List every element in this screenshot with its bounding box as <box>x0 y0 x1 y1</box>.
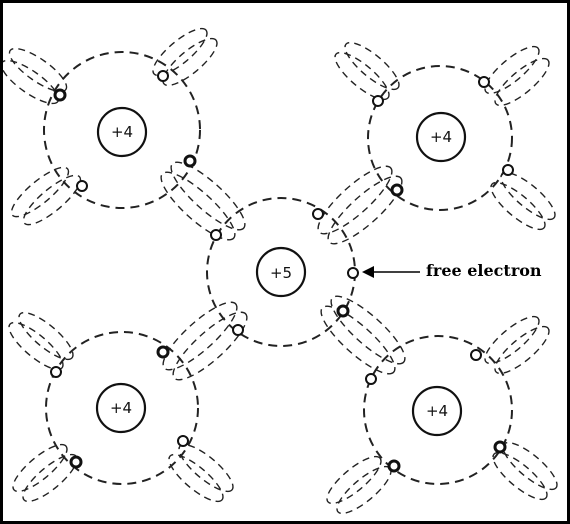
electron <box>156 345 170 359</box>
atom-core <box>411 385 463 437</box>
atom-charge-label: +4 <box>110 399 132 417</box>
free-electron <box>347 267 359 279</box>
electron <box>470 349 482 361</box>
atom-charge-label: +4 <box>430 128 452 146</box>
orbit-bottom-left <box>45 331 199 485</box>
electron <box>183 154 197 168</box>
orbit-top-left <box>43 51 201 209</box>
atom-core <box>95 382 147 434</box>
atom-core <box>255 246 307 298</box>
bond-lobes <box>160 161 406 381</box>
valence-electrons <box>50 70 514 473</box>
atom-core <box>415 111 467 163</box>
electron <box>336 304 350 318</box>
crystal-lattice-diagram: +4 +4 +5 +4 +4 free electron <box>3 27 558 515</box>
electron <box>50 366 62 378</box>
electron <box>210 229 222 241</box>
arrow-head-icon <box>362 266 374 278</box>
atom-charge-label: +4 <box>426 402 448 420</box>
atom-bottom-right: +4 <box>411 385 463 437</box>
free-electron-annotation: free electron <box>362 261 542 280</box>
electron <box>365 373 377 385</box>
atom-center: +5 <box>255 246 307 298</box>
electron <box>69 455 83 469</box>
electron <box>502 164 514 176</box>
atom-core <box>96 106 148 158</box>
electron <box>157 70 169 82</box>
electron <box>232 324 244 336</box>
orbit-top-right <box>367 65 513 211</box>
electron <box>76 180 88 192</box>
atom-charge-label: +4 <box>111 123 133 141</box>
orbit-bottom-right <box>363 335 513 485</box>
electron <box>387 459 401 473</box>
free-electron-label: free electron <box>426 261 542 280</box>
electron <box>177 435 189 447</box>
electron <box>53 88 67 102</box>
atom-top-right: +4 <box>415 111 467 163</box>
atom-bottom-left: +4 <box>95 382 147 434</box>
electron <box>312 208 324 220</box>
electron <box>493 440 507 454</box>
atom-top-left: +4 <box>96 106 148 158</box>
outer-bond-lobes <box>3 27 558 515</box>
atom-charge-label: +5 <box>270 264 292 282</box>
electron <box>478 76 490 88</box>
electron <box>390 183 404 197</box>
electron <box>372 95 384 107</box>
